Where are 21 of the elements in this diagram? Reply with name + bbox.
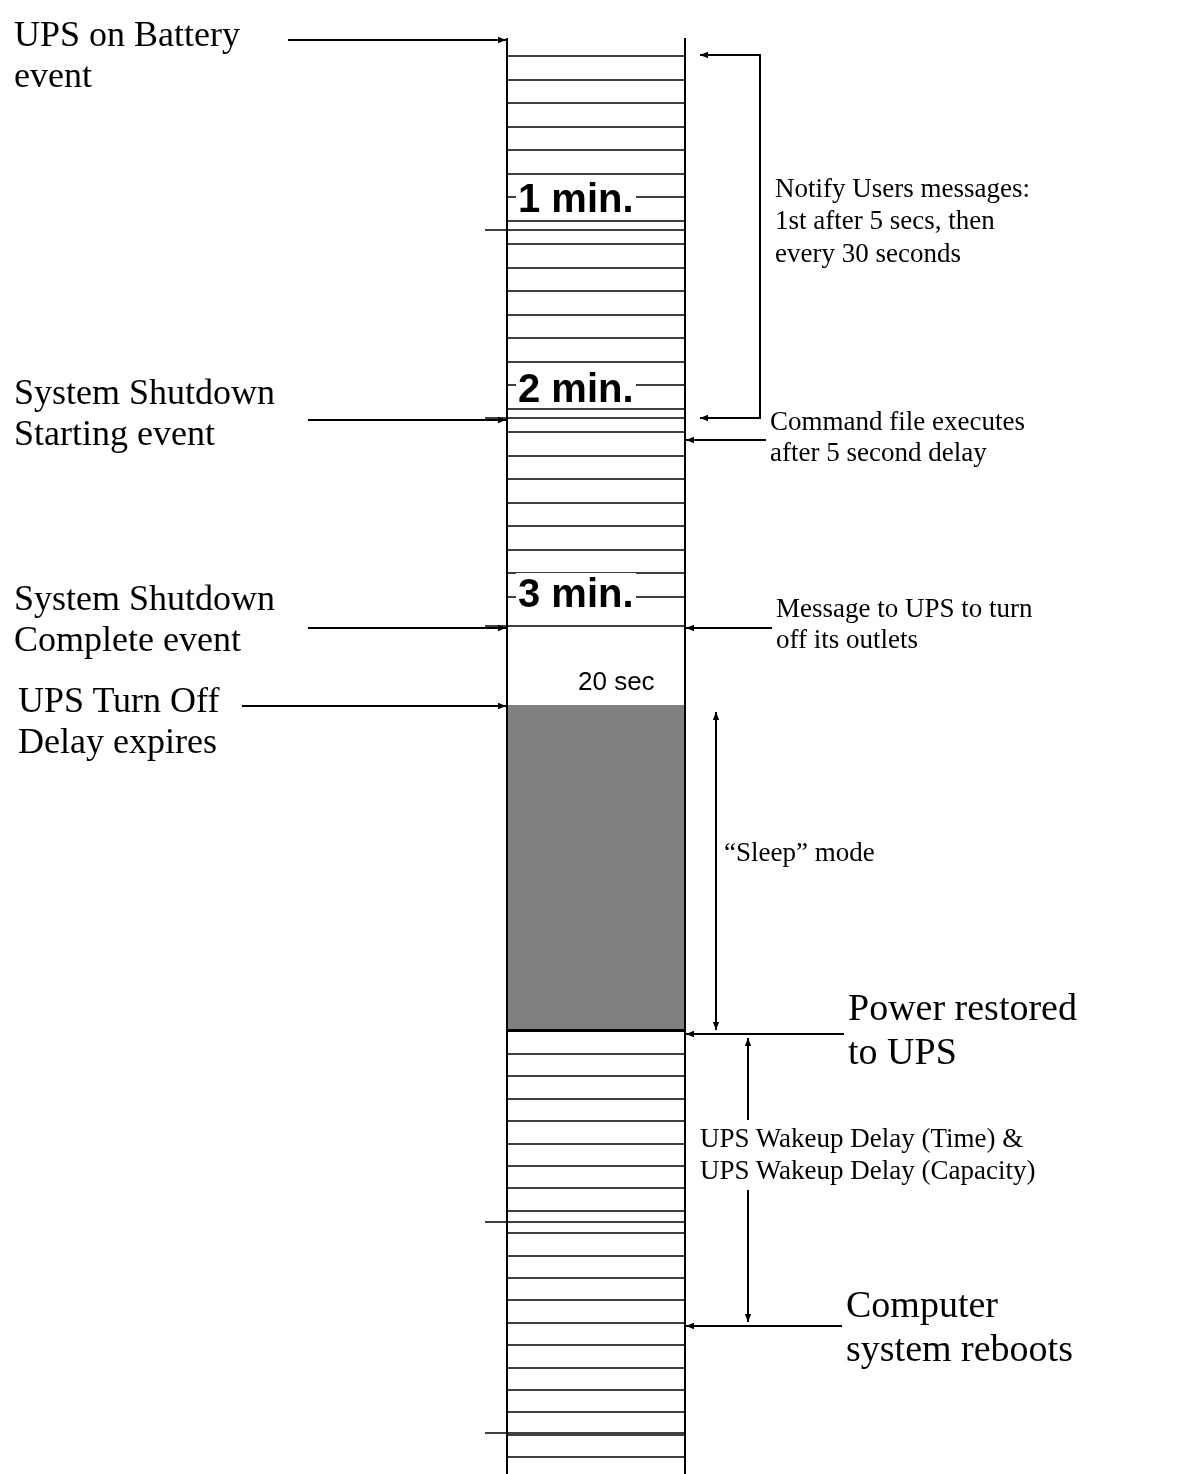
- event-label: Command file executes after 5 second delay: [770, 406, 1026, 469]
- period-label: “Sleep” mode: [724, 836, 876, 869]
- arrow: [307, 624, 507, 632]
- event-label: UPS on Battery event: [14, 14, 241, 97]
- event-label: Power restored to UPS: [848, 986, 1078, 1074]
- event-label: Message to UPS to turn off its outlets: [776, 593, 1034, 656]
- event-label: System Shutdown Complete event: [14, 578, 277, 661]
- timeline-bar: [506, 38, 686, 1474]
- event-label: Computer system reboots: [846, 1283, 1074, 1371]
- arrow: [685, 624, 773, 632]
- arrow: [685, 1322, 843, 1330]
- arrow: [241, 702, 507, 710]
- note-text: Notify Users messages: 1st after 5 secs, then every 30 seconds: [775, 172, 1031, 270]
- sleep-period-block: [508, 705, 684, 1032]
- event-label: UPS Turn Off Delay expires: [18, 680, 221, 763]
- arrow: [307, 416, 507, 424]
- arrow: [685, 1030, 845, 1038]
- period-label: UPS Wakeup Delay (Time) & UPS Wakeup Delay (Capacity): [700, 1122, 1037, 1187]
- arrow: [685, 436, 767, 444]
- event-label: System Shutdown Starting event: [14, 372, 277, 455]
- arrow: [287, 36, 507, 44]
